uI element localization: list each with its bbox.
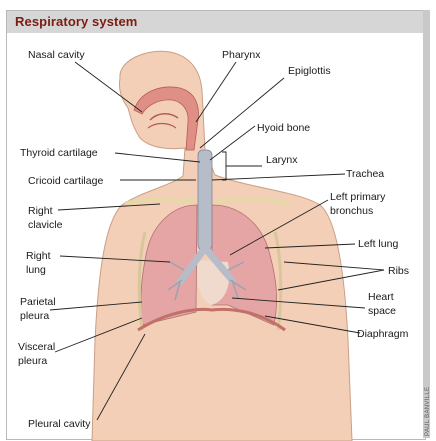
label-trachea: Trachea [346,168,384,180]
label-epiglottis: Epiglottis [288,65,331,77]
label-left-lung: Left lung [358,238,398,250]
label-pharynx: Pharynx [222,49,261,61]
label-visceral-pleura-line2: pleura [18,355,47,367]
label-right-clavicle-line1: Right [28,205,53,217]
label-heart-space-line2: space [368,305,396,317]
label-visceral-pleura-line1: Visceral [18,341,55,353]
label-pleural-cavity: Pleural cavity [28,418,91,430]
label-right-lung-line1: Right [26,250,51,262]
label-right-clavicle-line2: clavicle [28,219,63,231]
label-right-lung-line2: lung [26,264,46,276]
label-parietal-pleura-line2: pleura [20,310,49,322]
label-diaphragm: Diaphragm [357,328,409,340]
label-cricoid-cartilage: Cricoid cartilage [28,175,103,187]
credit-text: PAUL BANVILLE [425,387,431,436]
label-heart-space-line1: Heart [368,291,394,303]
label-thyroid-cartilage: Thyroid cartilage [20,147,98,159]
label-nasal-cavity: Nasal cavity [28,49,85,61]
label-hyoid-bone: Hyoid bone [257,122,310,134]
label-left-primary-bronchus-line1: Left primary [330,191,386,203]
label-ribs: Ribs [388,265,409,277]
label-larynx: Larynx [266,154,298,166]
label-left-primary-bronchus-line2: bronchus [330,205,373,217]
label-parietal-pleura-line1: Parietal [20,296,56,308]
